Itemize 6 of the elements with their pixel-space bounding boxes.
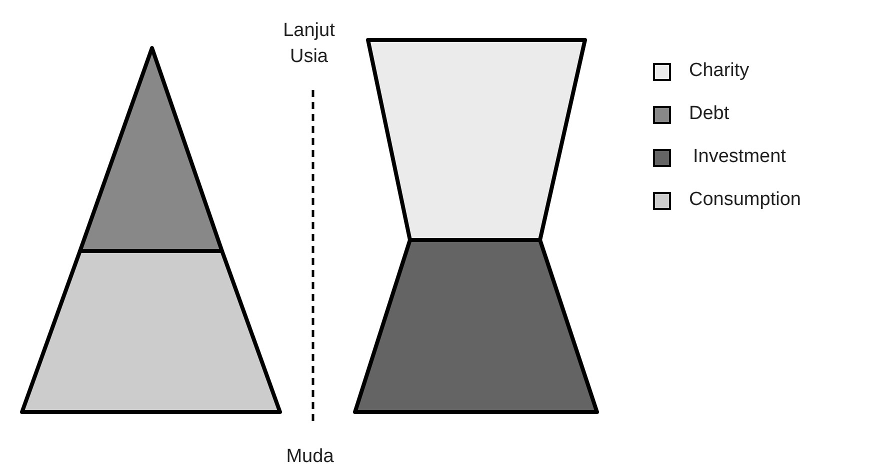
legend-label: Consumption bbox=[689, 188, 801, 212]
legend-label: Investment bbox=[693, 145, 786, 170]
axis-label: Muda bbox=[285, 445, 335, 469]
legend-label: Debt bbox=[689, 102, 730, 126]
legend-label: Charity bbox=[689, 59, 750, 84]
axis-label: Lanjut Usia bbox=[282, 19, 336, 69]
